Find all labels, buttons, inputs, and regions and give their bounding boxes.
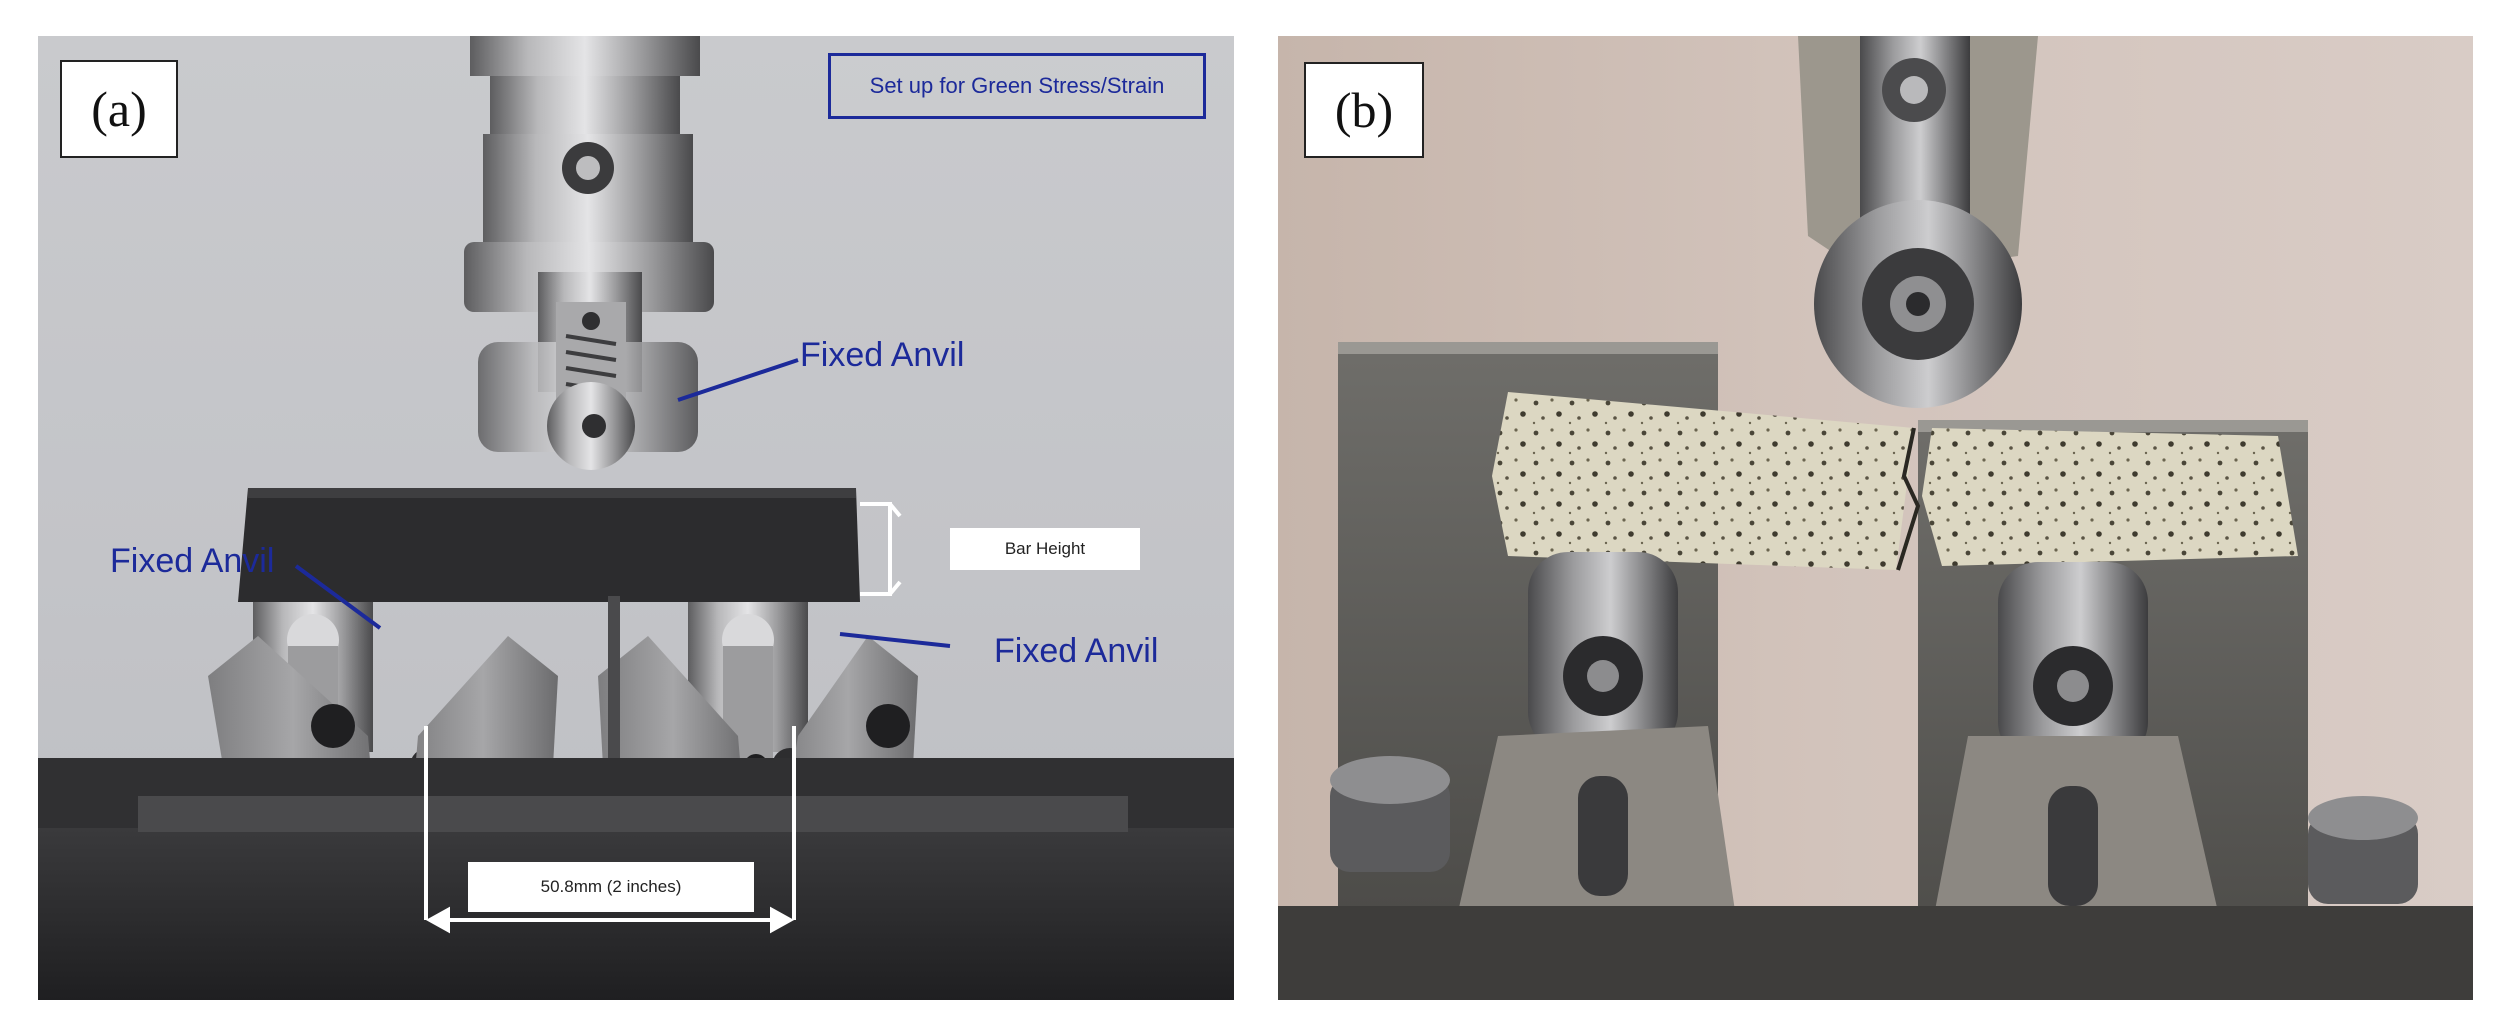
panel-a-illustration (38, 36, 1234, 1000)
bar-height-label: Bar Height (950, 528, 1140, 570)
specimen-bar (238, 488, 860, 602)
fixed-anvil-left-label: Fixed Anvil (110, 542, 275, 580)
top-anvil-roller (547, 302, 635, 470)
panel-a-photo: (a) Set up for Green Stress/Strain Fixed… (38, 36, 1234, 1000)
fixed-anvil-right-label: Fixed Anvil (994, 632, 1159, 670)
setup-note: Set up for Green Stress/Strain (828, 53, 1206, 119)
bar-height-bracket (860, 502, 902, 596)
fractured-specimen (1492, 392, 2298, 571)
base-plate (38, 758, 1234, 1000)
span-length-label: 50.8mm (2 inches) (468, 862, 754, 912)
panel-a-tag: (a) (60, 60, 178, 158)
panel-b-photo: (b) (1278, 36, 2473, 1000)
panel-b-illustration (1278, 36, 2473, 1000)
upper-loading-arm (1798, 36, 2038, 408)
anvil-leader-lines (294, 358, 951, 648)
fixed-anvil-top-label: Fixed Anvil (800, 336, 965, 374)
span-dimension-arrow (424, 726, 796, 934)
base-bolts (1278, 756, 2473, 1000)
panel-b-tag: (b) (1304, 62, 1424, 158)
